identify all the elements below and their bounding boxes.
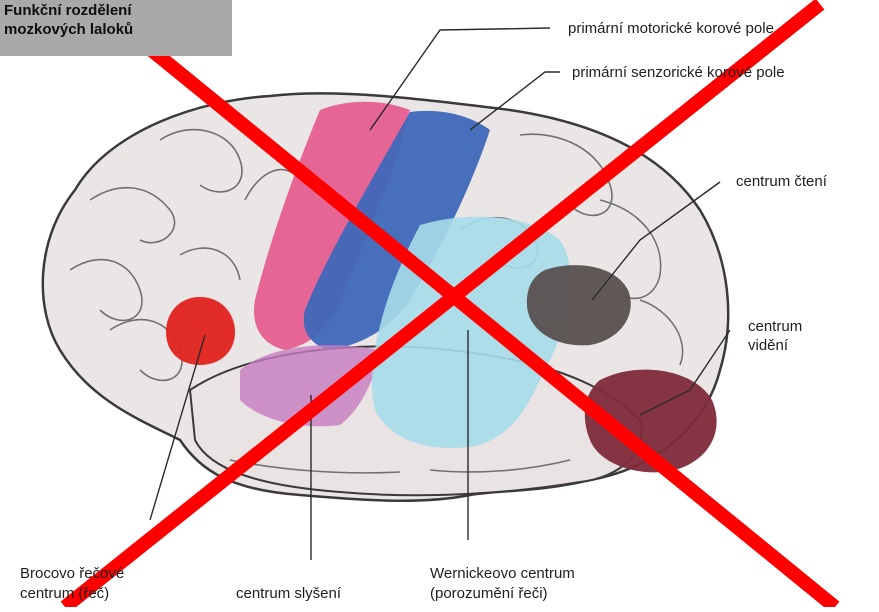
- title-line-1: Funkční rozdělení: [4, 2, 132, 19]
- label-wernicke-line1: Wernickeovo centrum: [430, 565, 575, 583]
- title-line-2: mozkových laloků: [4, 21, 133, 38]
- title-box: Funkční rozdělení mozkových laloků: [0, 0, 232, 56]
- label-broca-line2: centrum (řeč): [20, 585, 109, 603]
- label-vision-center-line2: vidění: [748, 337, 788, 355]
- label-wernicke-line2: (porozumění řeči): [430, 585, 548, 603]
- label-vision-center-line1: centrum: [748, 318, 802, 336]
- label-hearing-center: centrum slyšení: [236, 585, 341, 603]
- label-primary-motor: primární motorické korové pole: [568, 20, 774, 38]
- label-reading-center: centrum čtení: [736, 173, 827, 191]
- label-broca-line1: Brocovo řečové: [20, 565, 124, 583]
- label-primary-sensory: primární senzorické korové pole: [572, 64, 785, 82]
- broca-area: [166, 297, 235, 365]
